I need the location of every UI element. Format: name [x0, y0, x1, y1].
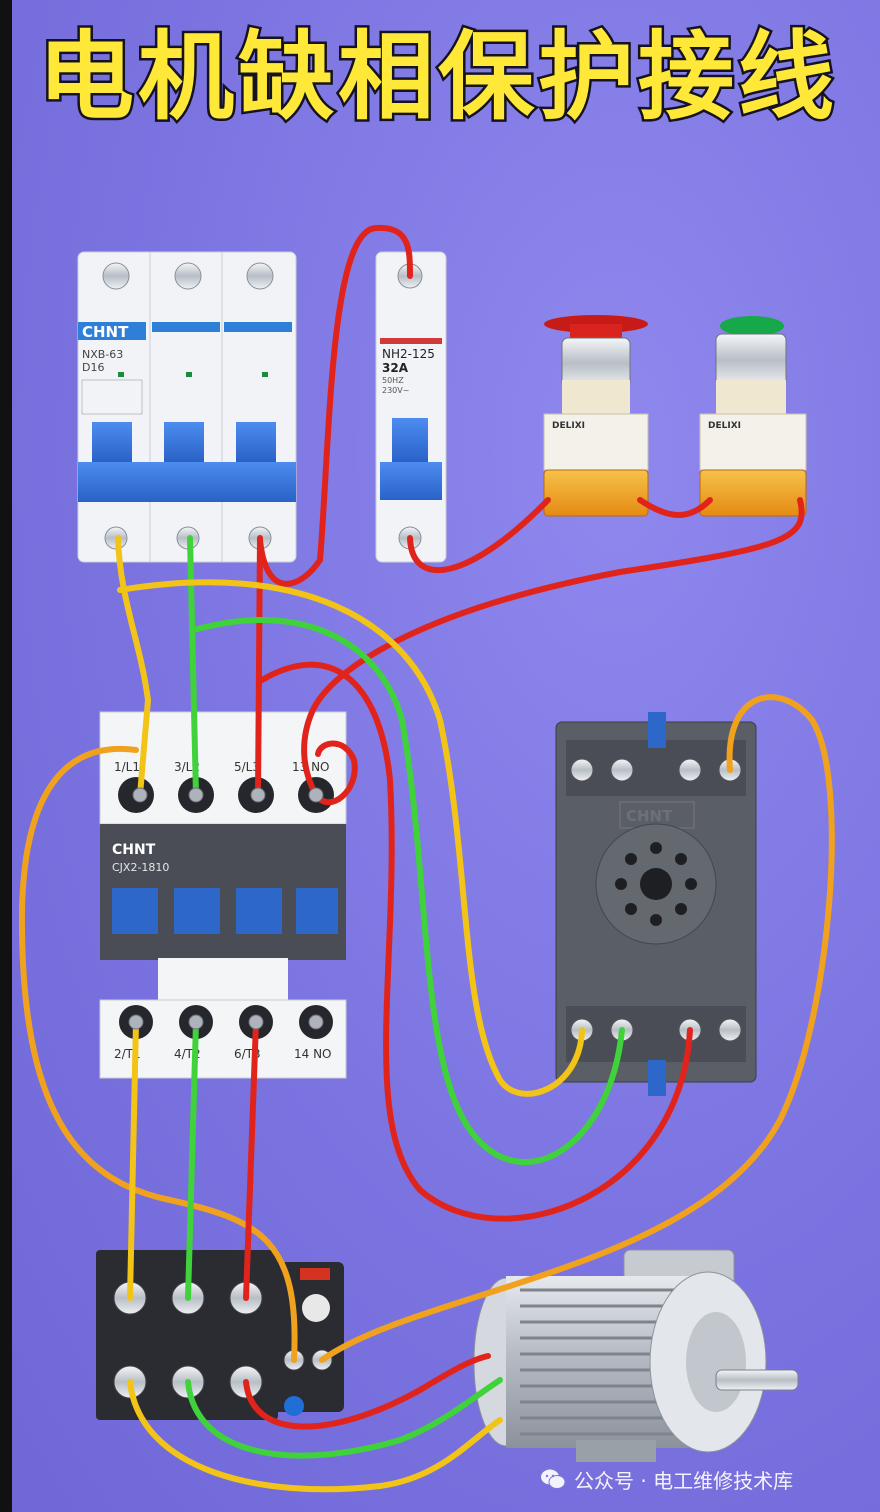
start-button: DELIXI	[699, 316, 807, 517]
terminal-screws	[128, 787, 324, 1030]
breaker-1p-rating: 32A	[382, 361, 409, 375]
wire-red-contactor-14-loop	[313, 740, 358, 805]
breaker-1p-model: NH2-125	[382, 347, 435, 361]
breaker-3p-model: NXB-63	[82, 348, 123, 361]
wire-red-breaker-to-single-pole	[257, 224, 413, 587]
single-pole-breaker: NH2-125 32A 50HZ 230V~	[375, 251, 447, 563]
start-button-brand: DELIXI	[708, 421, 741, 431]
contactor-terminal-5: 5/L3	[234, 760, 260, 774]
wire-yellow-overload-to-motor	[127, 1379, 503, 1493]
contactor-brand: CHNT	[112, 842, 156, 858]
wire-red-start-to-contactor-13	[301, 497, 805, 798]
motor	[473, 1249, 799, 1462]
wire-red-contactor-to-overload	[243, 1019, 259, 1301]
wire-yellow-breaker-to-relay	[117, 579, 585, 1097]
wire-red-contactor-to-relay	[259, 661, 693, 1222]
wire-red-single-pole-to-stop	[407, 497, 551, 574]
watermark: 公众号 · 电工维修技术库	[540, 1462, 870, 1496]
watermark-text: 公众号 · 电工维修技术库	[574, 1468, 794, 1493]
wire-green-contactor-to-overload	[185, 1019, 199, 1301]
contactor-terminal-14: 14 NO	[294, 1047, 332, 1061]
breaker-3p-rating: D16	[82, 361, 104, 374]
wires	[18, 224, 835, 1493]
contactor: 1/L1 3/L2 5/L3 13 NO CHNT CJX2-1810 2/T1…	[99, 711, 347, 1079]
wire-red-stop-to-start	[637, 497, 713, 518]
wire-red-overload-to-motor	[243, 1353, 491, 1430]
diagram-title: 电机缺相保护接线	[36, 20, 838, 135]
breaker-3p-brand: CHNT	[82, 323, 129, 341]
contactor-model: CJX2-1810	[112, 861, 169, 874]
stop-button-brand: DELIXI	[552, 421, 585, 431]
relay-base: CHNT	[555, 712, 757, 1096]
wire-red-breaker-to-contactor	[255, 535, 263, 798]
breaker-1p-spec1: 50HZ	[382, 376, 404, 385]
wire-green-breaker-to-relay	[191, 617, 625, 1165]
wire-yellow-breaker-to-contactor	[115, 535, 151, 798]
wire-orange-contactor-to-overload	[18, 745, 298, 1363]
breaker-1p-spec2: 230V~	[382, 386, 409, 395]
contactor-terminal-1: 1/L1	[114, 760, 140, 774]
stop-button: DELIXI	[543, 315, 649, 517]
relay-base-brand: CHNT	[626, 807, 673, 825]
contactor-terminal-13: 13 NO	[292, 760, 330, 774]
wire-green-overload-to-motor	[185, 1377, 503, 1459]
wire-orange-relay-to-overload	[319, 694, 835, 1363]
three-pole-breaker: CHNT NXB-63 D16	[77, 251, 297, 563]
wire-yellow-contactor-to-overload	[127, 1019, 139, 1301]
wechat-icon	[541, 1469, 566, 1489]
left-edge-bar	[0, 0, 12, 1512]
